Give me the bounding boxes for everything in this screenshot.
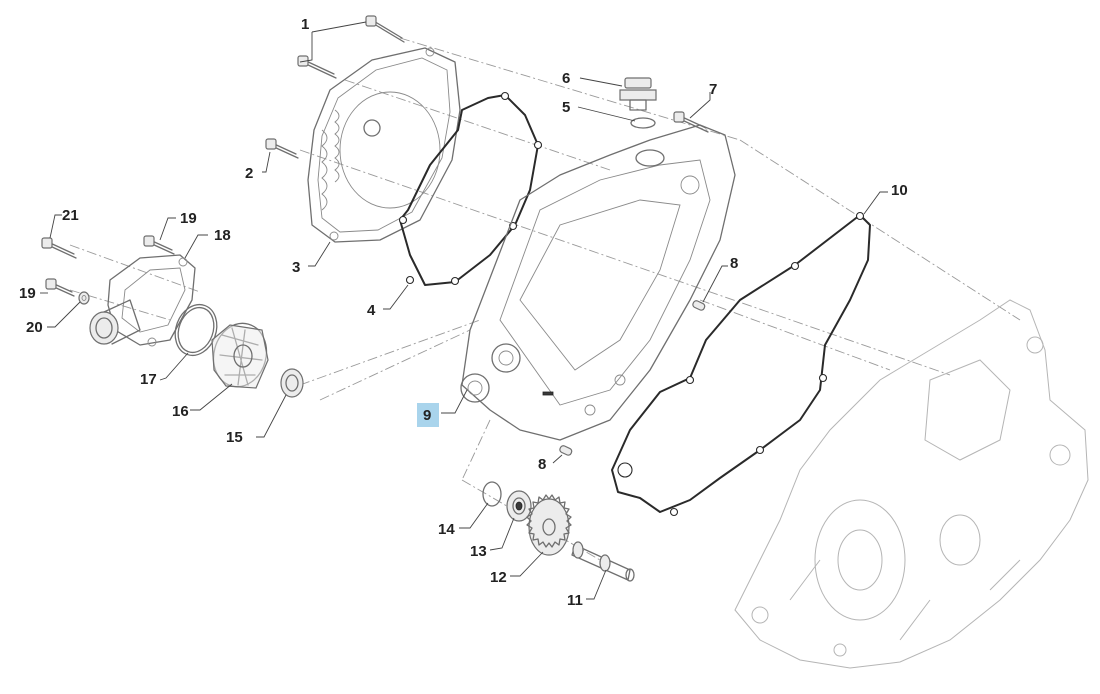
outer-cover-gasket[interactable] xyxy=(398,91,543,286)
callout-16[interactable]: 16 xyxy=(172,403,189,420)
callout-20[interactable]: 20 xyxy=(26,319,43,336)
washer-20[interactable] xyxy=(78,291,90,305)
bolt-19-lower[interactable] xyxy=(45,278,75,297)
callout-15[interactable]: 15 xyxy=(226,429,243,446)
oil-filler-plug-6[interactable] xyxy=(619,77,657,111)
callout-14[interactable]: 14 xyxy=(438,521,455,538)
callout-9-highlight xyxy=(417,403,439,427)
water-pump-shaft-11[interactable] xyxy=(571,541,635,582)
callout-10[interactable]: 10 xyxy=(891,182,908,199)
callout-9[interactable]: 9 xyxy=(423,407,431,424)
dowel-pin-8-lower[interactable] xyxy=(559,445,573,456)
circlip-14[interactable] xyxy=(482,481,502,507)
callout-19-upper[interactable]: 19 xyxy=(180,210,197,227)
callout-19-lower[interactable]: 19 xyxy=(19,285,36,302)
callout-8-upper[interactable]: 8 xyxy=(730,255,738,272)
callout-7[interactable]: 7 xyxy=(709,81,717,98)
shaft-seal-15[interactable] xyxy=(280,368,304,398)
callout-21[interactable]: 21 xyxy=(62,207,79,224)
o-ring-5[interactable] xyxy=(630,117,656,129)
drive-gear-12[interactable] xyxy=(526,494,572,556)
bearing-13[interactable] xyxy=(506,490,532,522)
impeller-16[interactable] xyxy=(207,317,274,392)
water-pump-cover-18[interactable] xyxy=(89,254,196,347)
callout-17[interactable]: 17 xyxy=(140,371,157,388)
callout-1[interactable]: 1 xyxy=(301,16,309,33)
crankcase xyxy=(734,299,1089,669)
callout-labels: 1 2 3 4 5 6 7 8 8 9 10 11 12 13 14 15 16… xyxy=(19,16,908,609)
callout-4[interactable]: 4 xyxy=(367,302,376,319)
callout-8-lower[interactable]: 8 xyxy=(538,456,546,473)
callout-18[interactable]: 18 xyxy=(214,227,231,244)
bolt-19-upper[interactable] xyxy=(143,235,175,255)
callout-2[interactable]: 2 xyxy=(245,165,253,182)
bolt-1-upper[interactable] xyxy=(365,15,405,43)
callout-6[interactable]: 6 xyxy=(562,70,570,87)
bolt-1-lower[interactable] xyxy=(297,55,337,79)
clutch-outer-cover[interactable] xyxy=(307,47,461,243)
callout-leaders xyxy=(40,21,888,600)
inner-cover-gasket[interactable] xyxy=(611,211,871,517)
callout-11[interactable]: 11 xyxy=(567,592,583,609)
bolt-2[interactable] xyxy=(265,138,299,159)
dowel-pin-8-upper[interactable] xyxy=(692,300,706,311)
bolt-21[interactable] xyxy=(41,237,77,259)
callout-5[interactable]: 5 xyxy=(562,99,570,116)
callout-12[interactable]: 12 xyxy=(490,569,507,586)
clutch-inner-cover[interactable] xyxy=(460,124,736,441)
alignment-lines xyxy=(69,37,1021,561)
callout-13[interactable]: 13 xyxy=(470,543,487,560)
callout-3[interactable]: 3 xyxy=(292,259,300,276)
bolt-7[interactable] xyxy=(673,111,709,133)
